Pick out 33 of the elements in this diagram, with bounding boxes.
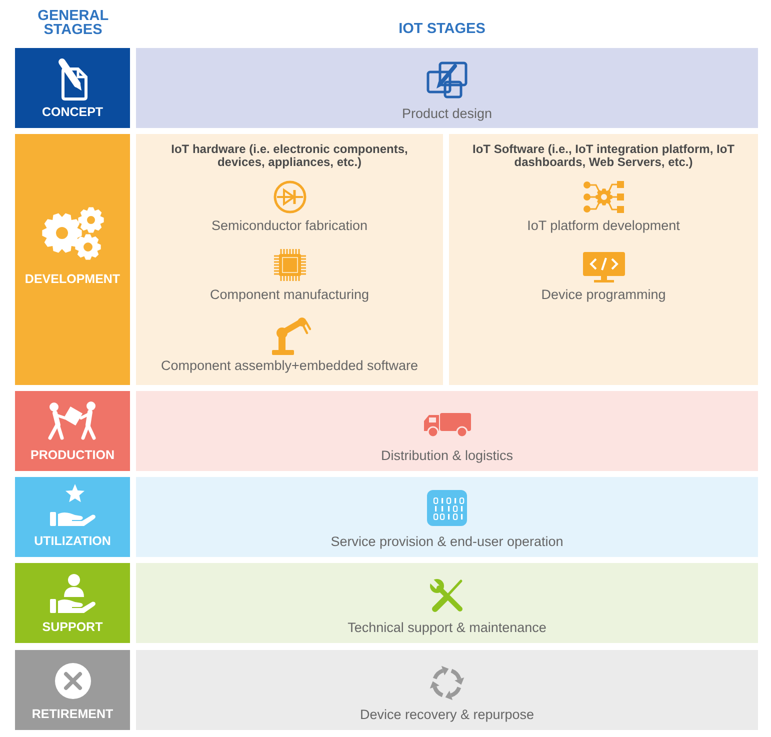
activity-label: Component manufacturing [210, 287, 370, 303]
stage-label: SUPPORT [42, 620, 103, 635]
category-heading: IoT Software (i.e., IoT integration platform, IoT dashboards, Web Servers, etc.) [471, 143, 736, 169]
stage-panel [449, 134, 758, 385]
activity-label: Component assembly+embedded software [160, 358, 418, 374]
stage-label: RETIREMENT [32, 707, 114, 722]
activity-label: Technical support & maintenance [348, 620, 546, 636]
stage-box [15, 650, 130, 730]
stage-box [15, 48, 130, 128]
activity-label: Distribution & logistics [380, 448, 514, 464]
category-heading: IoT hardware (i.e. electronic components, devices, appliances, etc.) [170, 143, 409, 169]
stage-box [15, 563, 130, 643]
stage-label: UTILIZATION [34, 534, 111, 549]
activity-label: Service provision & end-user operation [330, 534, 564, 550]
activity-label: Product design [402, 106, 492, 122]
column-heading: GENERAL STAGES [38, 10, 108, 37]
stage-label: PRODUCTION [30, 448, 115, 463]
stage-box [15, 477, 130, 557]
stage-label: DEVELOPMENT [24, 272, 120, 287]
stage-box [15, 391, 130, 471]
stage-panel [136, 48, 758, 128]
activity-label: Device recovery & repurpose [360, 707, 534, 723]
column-heading: IOT STAGES [398, 23, 486, 36]
stage-panel [136, 650, 758, 730]
stage-panel [136, 134, 443, 385]
activity-label: IoT platform development [527, 218, 680, 234]
stage-label: CONCEPT [42, 105, 104, 120]
activity-label: Device programming [541, 287, 666, 303]
stage-panel [136, 477, 758, 557]
stage-panel [136, 563, 758, 643]
stage-panel [136, 391, 758, 471]
stage-box [15, 134, 130, 385]
activity-label: Semiconductor fabrication [211, 218, 368, 234]
